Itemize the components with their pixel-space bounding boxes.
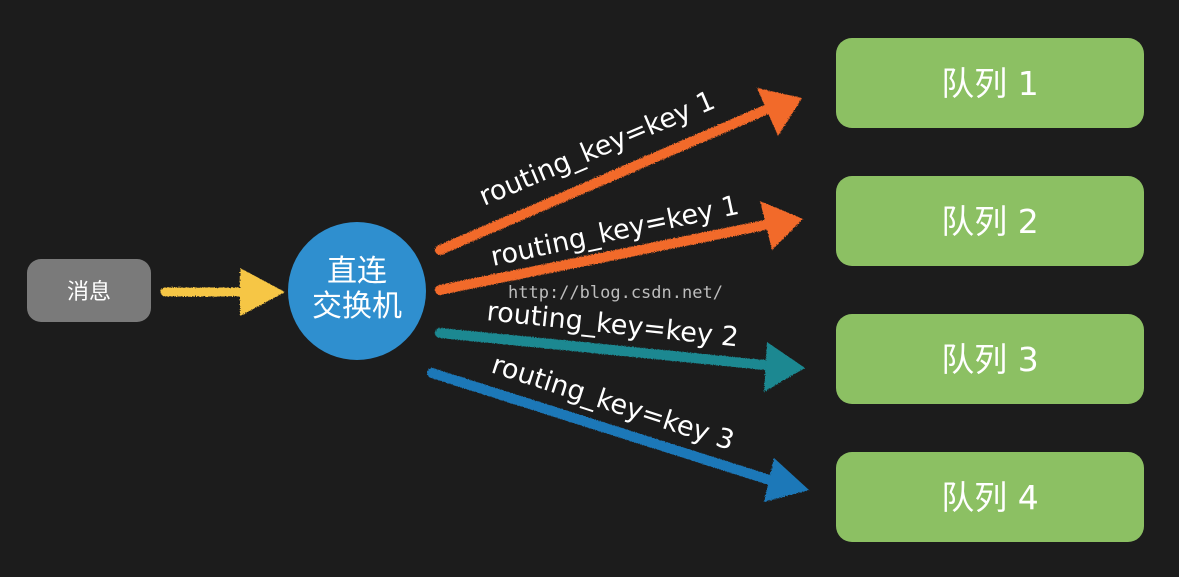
exchange-label-line1: 直连 (327, 254, 387, 289)
route-arrow-1 (435, 88, 802, 255)
queue-3: 队列 3 (836, 314, 1144, 404)
queue-4: 队列 4 (836, 452, 1144, 542)
route-label-2: routing_key=key 1 (488, 190, 742, 273)
route-arrow-1-head (757, 88, 802, 136)
exchange-label-line2: 交换机 (312, 289, 402, 324)
queue-1: 队列 1 (836, 38, 1144, 128)
queue-2-box (836, 176, 1144, 266)
queue-4-box (836, 452, 1144, 542)
message-arrow-head (240, 268, 285, 316)
route-arrow-3-shaft (435, 328, 780, 371)
message-node: 消息 (27, 259, 151, 322)
watermark-text: http://blog.csdn.net/ (508, 283, 723, 303)
message-arrow (160, 268, 285, 316)
route-arrow-4-head (764, 458, 809, 502)
route-arrow-4-shaft (427, 368, 781, 487)
route-arrow-2-head (760, 201, 803, 250)
route-arrow-1-shaft (435, 103, 775, 255)
direct-exchange: 直连 交换机 (288, 222, 426, 360)
queue-3-label: 队列 3 (941, 340, 1039, 379)
exchange-circle (288, 222, 426, 360)
queue-2-label: 队列 2 (941, 202, 1039, 241)
queue-2: 队列 2 (836, 176, 1144, 266)
queue-1-box (836, 38, 1144, 128)
route-arrow-2 (435, 201, 803, 295)
route-arrow-3 (435, 328, 805, 392)
message-label: 消息 (67, 280, 111, 305)
queue-1-label: 队列 1 (941, 64, 1039, 103)
route-arrow-3-head (764, 342, 805, 392)
message-box (27, 259, 151, 322)
route-arrow-2-shaft (435, 219, 775, 295)
queue-3-box (836, 314, 1144, 404)
route-arrow-4 (427, 368, 809, 502)
queue-4-label: 队列 4 (941, 478, 1039, 517)
